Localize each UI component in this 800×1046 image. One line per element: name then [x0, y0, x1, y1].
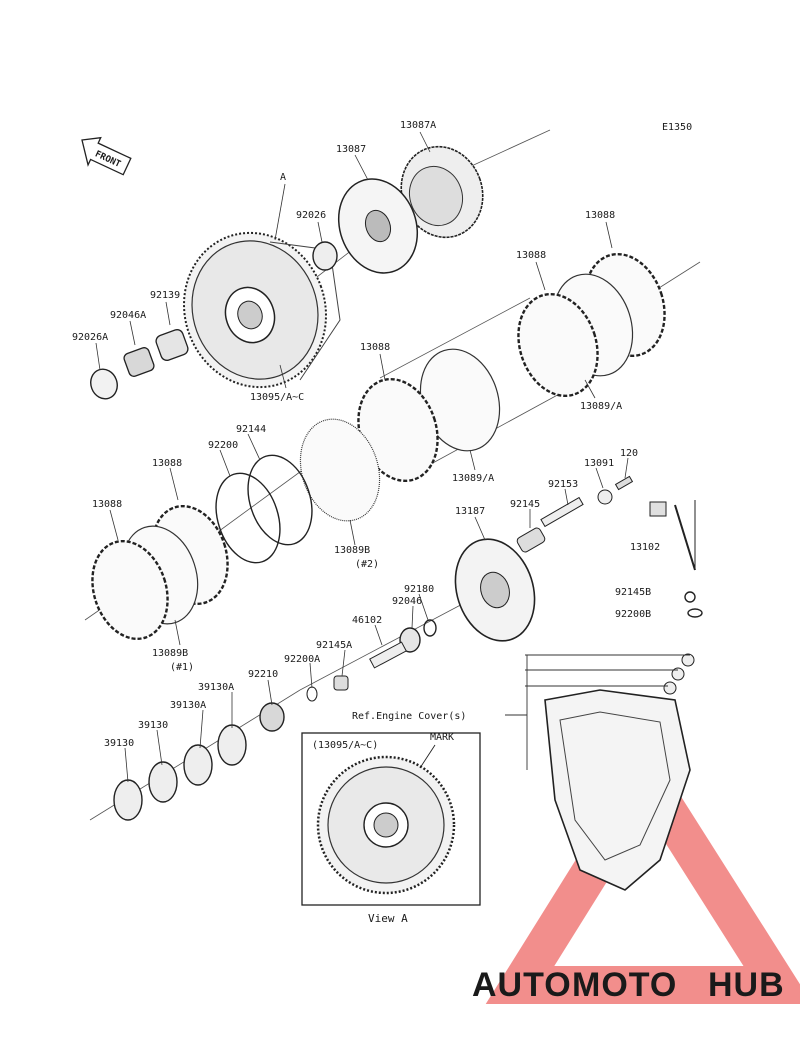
- part-label: 13089B: [152, 648, 188, 659]
- part-label: 13087A: [400, 120, 436, 131]
- part-label: 13089/A: [580, 401, 622, 412]
- part-label: 120: [620, 448, 638, 459]
- part-labels: 13087A 13087 A 92026 13088 13088 92139 9…: [72, 120, 660, 749]
- part-label: 46102: [352, 615, 382, 626]
- engine-cover-ref: [525, 654, 691, 891]
- part-label: 13187: [455, 506, 485, 517]
- bolt-and-spring: [516, 475, 634, 553]
- part-label: 13088: [152, 458, 182, 469]
- part-label: 13088: [516, 250, 546, 261]
- front-arrow-icon: FRONT: [81, 136, 132, 176]
- ref-engine-cover-label: Ref.Engine Cover(s): [352, 711, 466, 722]
- leader-lines: [95, 131, 629, 783]
- watermark-moto: MOTO: [572, 966, 677, 1004]
- part-label: 13091: [584, 458, 614, 469]
- part-label: 92200: [208, 440, 238, 451]
- plates-left: [91, 504, 229, 641]
- part-label: 92210: [248, 669, 278, 680]
- plates-middle: [299, 348, 501, 522]
- pressure-plate-13087: [337, 178, 419, 274]
- part-label: (#1): [170, 662, 194, 673]
- push-lever: [649, 500, 696, 571]
- part-label: 92200A: [284, 654, 320, 665]
- part-label: 92139: [150, 290, 180, 301]
- part-label: 92145B: [615, 587, 651, 598]
- part-label: 92046A: [110, 310, 146, 321]
- part-label: (#2): [355, 559, 379, 570]
- part-label: 39130: [138, 720, 168, 731]
- small-rings-right: [663, 591, 703, 695]
- part-label: 92145A: [316, 640, 352, 651]
- cam-plates: [113, 724, 247, 821]
- friction-plates-top: [517, 252, 666, 398]
- part-label: 39130A: [170, 700, 206, 711]
- part-label: 13095/A~C: [250, 392, 304, 403]
- part-label: 39130: [104, 738, 134, 749]
- part-label: 92180: [404, 584, 434, 595]
- clutch-hub: [400, 145, 484, 239]
- small-parts-center: [259, 619, 437, 732]
- part-label: 92153: [548, 479, 578, 490]
- view-label: View A: [368, 912, 408, 925]
- inset-mark: MARK: [430, 732, 454, 743]
- part-label: 13089B: [334, 545, 370, 556]
- watermark-hub: HUB: [708, 966, 785, 1004]
- part-label: 92144: [236, 424, 266, 435]
- part-label: 92200B: [615, 609, 651, 620]
- watermark-text: AUTO MOTO HUB: [472, 966, 785, 1004]
- part-label: 92046: [392, 596, 422, 607]
- part-label: 13087: [336, 144, 366, 155]
- washer-92026: [312, 241, 338, 271]
- pressure-plate-13187: [454, 538, 536, 642]
- part-label: 13088: [585, 210, 615, 221]
- watermark-logo-triangle: [485, 744, 800, 1004]
- watermark-auto: AUTO: [472, 966, 572, 1004]
- part-label: 92026A: [72, 332, 108, 343]
- part-label: 39130A: [198, 682, 234, 693]
- part-label: 92145: [510, 499, 540, 510]
- spring-rings: [215, 454, 313, 564]
- part-label: A: [280, 172, 286, 183]
- part-label: 13102: [630, 542, 660, 553]
- bearing-collar-set: [90, 329, 189, 400]
- part-label: 13088: [92, 499, 122, 510]
- part-label: 13089/A: [452, 473, 494, 484]
- clutch-housing: [183, 231, 341, 389]
- part-label: 92026: [296, 210, 326, 221]
- view-a-inset: (13095/A~C) MARK View A: [301, 732, 481, 925]
- diagram-code: E1350: [662, 122, 692, 133]
- part-label: 13088: [360, 342, 390, 353]
- inset-title: (13095/A~C): [312, 740, 378, 751]
